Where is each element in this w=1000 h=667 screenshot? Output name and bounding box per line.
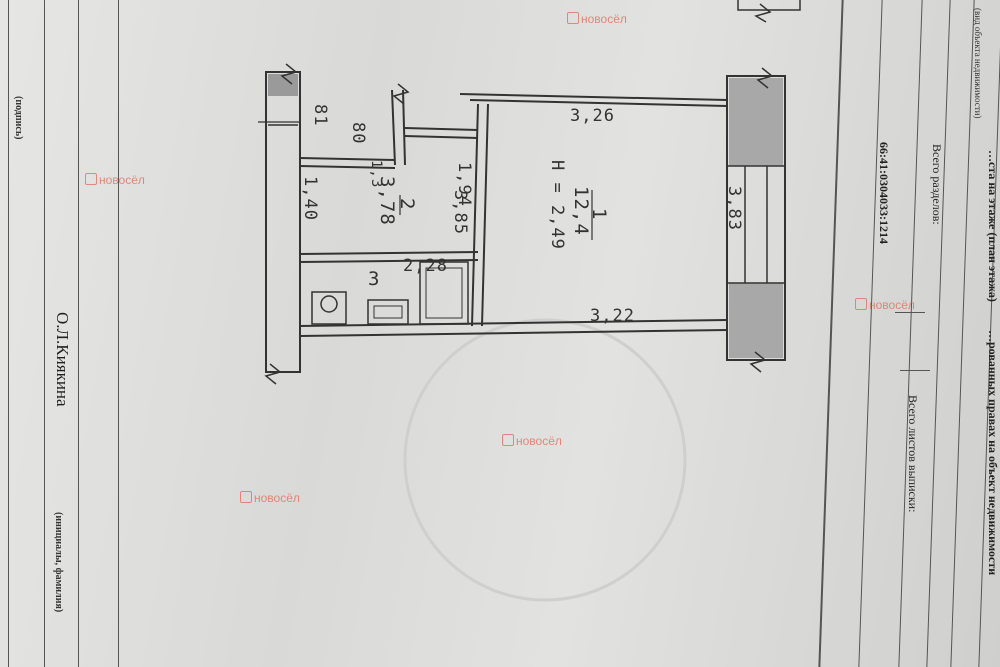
separator	[895, 312, 925, 313]
wall-fill	[729, 283, 783, 358]
mark-81: 81	[310, 104, 330, 127]
bathtub-inner	[425, 267, 463, 319]
dimension-right: 3,83	[724, 186, 744, 231]
break-symbol	[754, 3, 772, 23]
toilet	[311, 291, 347, 325]
margin-line	[44, 0, 45, 667]
partition-wall	[481, 103, 489, 327]
mark-80: 80	[348, 122, 368, 145]
outer-wall-right	[726, 75, 786, 361]
room1-bottom-wall	[299, 319, 728, 327]
bathtub	[419, 261, 469, 325]
room1-top-wall	[469, 99, 728, 107]
room3-number: 3	[368, 268, 381, 290]
break-symbol	[264, 363, 282, 385]
dimension-bottom: 3,22	[590, 306, 635, 326]
break-symbol	[756, 67, 774, 89]
room2-number: 2	[396, 198, 418, 211]
hall-wall	[404, 135, 479, 139]
break-symbol	[392, 83, 410, 105]
wall-fill	[268, 74, 298, 96]
hall-wall	[402, 89, 406, 166]
break-symbol	[749, 351, 767, 373]
watermark-logo: новосёл	[240, 491, 300, 505]
partition-wall	[471, 103, 479, 327]
dimension-hall: 1,94	[454, 162, 474, 207]
margin-line	[118, 0, 119, 667]
dimension-hall-left: 1,40	[300, 176, 320, 221]
room1-height: Н = 2,49	[547, 160, 567, 250]
watermark-logo: новосёл	[85, 173, 145, 187]
margin-line	[78, 0, 79, 667]
bathroom-wall	[299, 251, 479, 255]
room1-top-wall	[459, 93, 728, 101]
sink	[367, 299, 409, 325]
room1-area: 12,4	[570, 186, 592, 236]
dimension-top: 3,26	[570, 106, 615, 126]
separator	[900, 370, 930, 371]
break-symbol	[280, 63, 298, 85]
room2-area: 3,78	[376, 176, 398, 226]
watermark-logo: новосёл	[502, 434, 562, 448]
stamp-mark	[403, 318, 687, 602]
sink-inner	[373, 305, 403, 319]
bathroom-wall	[299, 259, 479, 263]
watermark-logo: новосёл	[855, 298, 915, 312]
outer-wall-left	[265, 71, 301, 373]
toilet-bowl	[320, 295, 338, 313]
hall-wall	[404, 127, 479, 131]
hall-wall	[299, 157, 396, 161]
hall-wall	[391, 89, 396, 166]
wall-fill	[729, 78, 783, 166]
plan-fragment	[737, 0, 801, 11]
hall-wall	[299, 165, 396, 169]
room1-bottom-wall	[299, 329, 728, 337]
watermark-logo: новосёл	[567, 12, 627, 26]
margin-line	[8, 0, 9, 667]
dimension-hall-width: 2,28	[403, 256, 448, 276]
